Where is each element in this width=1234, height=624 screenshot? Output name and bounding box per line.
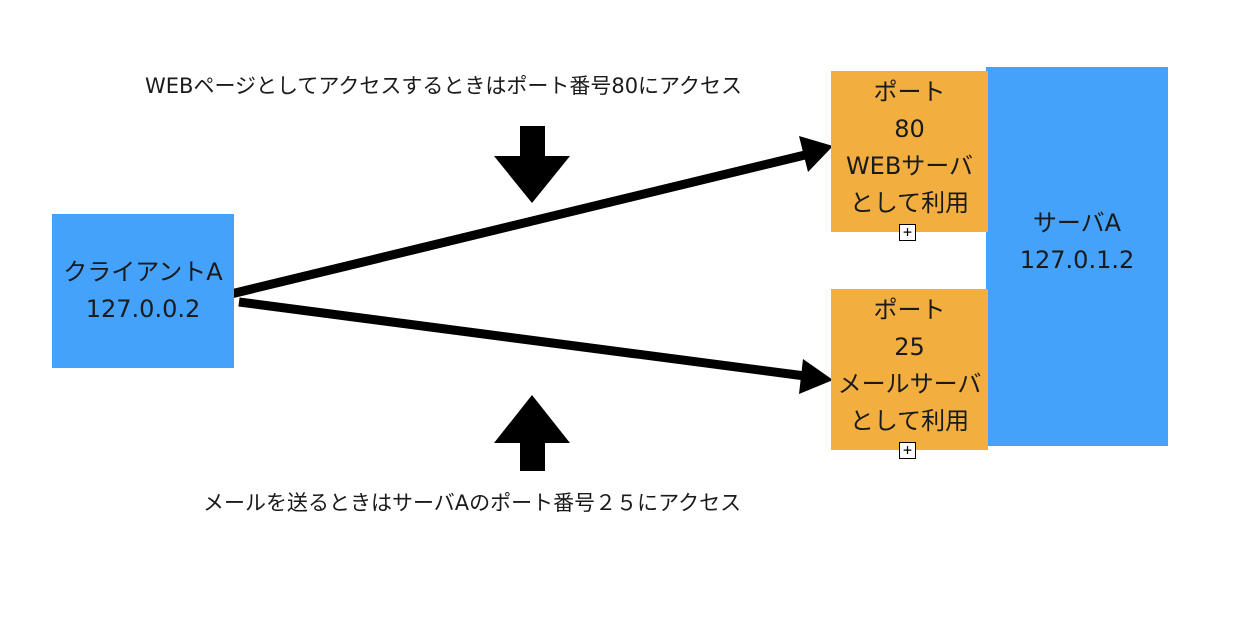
client-node[interactable]: クライアントA 127.0.0.2: [52, 214, 234, 368]
mail-access-caption: メールを送るときはサーバAのポート番号２５にアクセス: [203, 491, 742, 515]
port-number: 80: [894, 115, 925, 143]
port-role: メールサーバ: [837, 370, 982, 398]
connector-client-to-port25: [238, 297, 806, 381]
connector-client-to-port80: [229, 150, 807, 299]
plus-box-icon[interactable]: +: [899, 224, 916, 241]
port-label: ポート: [873, 78, 946, 106]
port-80-node[interactable]: ポート 80 WEBサーバ として利用: [831, 71, 988, 232]
port-usage: として利用: [849, 407, 970, 435]
web-access-caption: WEBページとしてアクセスするときはポート番号80にアクセス: [145, 74, 743, 98]
arrow-up-icon: [494, 395, 570, 471]
server-name: サーバA: [1032, 208, 1122, 237]
server-node[interactable]: サーバA 127.0.1.2: [986, 67, 1168, 446]
port-25-node[interactable]: ポート 25 メールサーバ として利用: [831, 289, 988, 450]
arrowhead-port80: [799, 136, 833, 172]
server-ip: 127.0.1.2: [1019, 245, 1135, 274]
arrowhead-port25: [799, 359, 833, 394]
client-ip: 127.0.0.2: [85, 295, 201, 323]
port-role: WEBサーバ: [845, 152, 974, 180]
arrow-down-icon: [494, 126, 570, 203]
client-name: クライアントA: [63, 258, 223, 286]
port-number: 25: [894, 333, 925, 361]
plus-box-icon[interactable]: +: [899, 442, 916, 459]
port-label: ポート: [873, 296, 946, 324]
port-usage: として利用: [849, 189, 970, 217]
